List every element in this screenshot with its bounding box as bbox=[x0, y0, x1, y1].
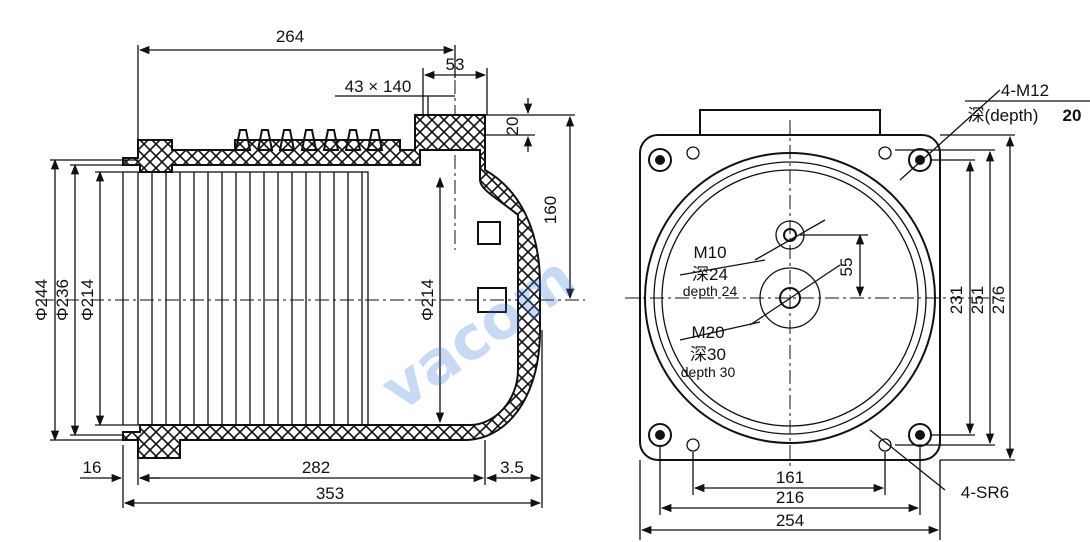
front-top-lug bbox=[699, 109, 881, 135]
m10-depth-en: depth 24 bbox=[683, 283, 738, 299]
insert-center bbox=[477, 287, 507, 313]
insert-upper bbox=[477, 221, 501, 245]
dim-phi-214-bore: Φ214 bbox=[418, 279, 437, 321]
dim-55: 55 bbox=[837, 258, 856, 277]
dim-20: 20 bbox=[503, 117, 522, 136]
thread-depth-label: 深(depth) bbox=[968, 106, 1039, 125]
dim-231: 231 bbox=[947, 286, 966, 314]
dim-phi-236: Φ236 bbox=[53, 279, 72, 321]
dim-3-5: 3.5 bbox=[500, 458, 524, 477]
front-view: 4-M12 深(depth) 20 M10 深24 depth 24 55 M2… bbox=[625, 81, 1090, 540]
dim-251: 251 bbox=[968, 286, 987, 314]
dim-254: 254 bbox=[776, 511, 804, 530]
watermark-logo: vacom bbox=[369, 242, 588, 425]
dim-282: 282 bbox=[302, 458, 330, 477]
dim-53: 53 bbox=[446, 55, 465, 74]
dim-phi-214-outer: Φ214 bbox=[78, 279, 97, 321]
dim-phi-244: Φ244 bbox=[32, 279, 51, 321]
dim-slot: 43 × 140 bbox=[345, 77, 412, 96]
m20-depth-en: depth 30 bbox=[681, 364, 736, 380]
m20-depth-cn: 深30 bbox=[690, 345, 726, 364]
m20-label: M20 bbox=[691, 323, 724, 342]
side-dimensions bbox=[50, 45, 575, 508]
front-dimensions bbox=[639, 89, 1090, 540]
m10-depth-cn: 深24 bbox=[692, 265, 728, 284]
sr-label: 4-SR6 bbox=[961, 483, 1009, 502]
dim-16: 16 bbox=[83, 458, 102, 477]
dim-353: 353 bbox=[316, 484, 344, 503]
front-plate bbox=[639, 134, 941, 461]
thread-depth-value: 20 bbox=[1063, 106, 1082, 125]
thread-4-m12: 4-M12 bbox=[1001, 81, 1049, 100]
m10-label: M10 bbox=[693, 243, 726, 262]
side-bore-ribs bbox=[122, 171, 369, 426]
dim-216: 216 bbox=[776, 488, 804, 507]
dim-161: 161 bbox=[776, 468, 804, 487]
dim-160: 160 bbox=[541, 196, 560, 224]
dim-276: 276 bbox=[989, 286, 1008, 314]
side-fins bbox=[234, 129, 384, 151]
side-body-section bbox=[122, 114, 541, 459]
side-view: 264 53 43 × 140 20 160 Φ244 Φ236 Φ214 Φ2… bbox=[32, 27, 585, 508]
dim-264: 264 bbox=[276, 27, 304, 46]
